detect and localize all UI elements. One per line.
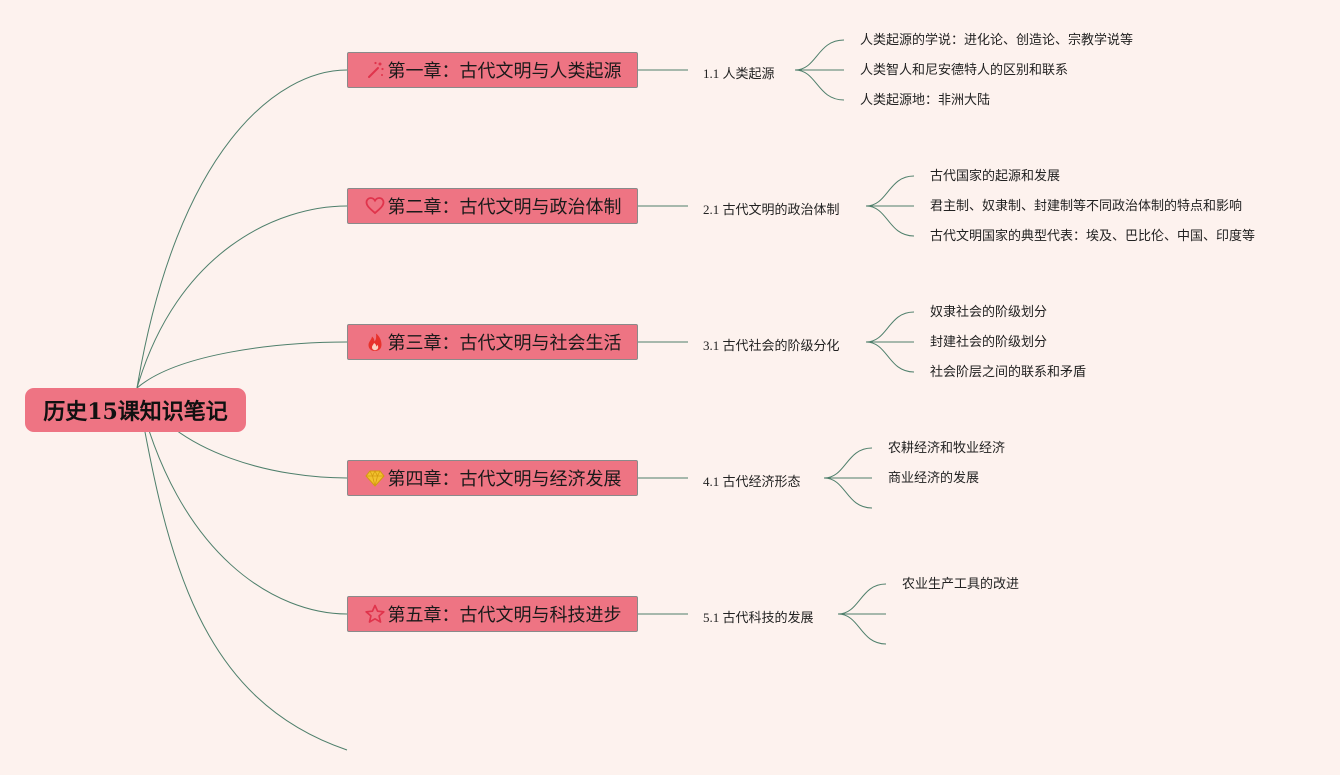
section-number: 3.1 (703, 338, 720, 353)
section-number: 2.1 (703, 202, 720, 217)
section-to-point-line (837, 613, 887, 645)
section-label: 古代经济形态 (722, 475, 801, 490)
point-4-1-1[interactable]: 农耕经济和牧业经济 (888, 441, 1006, 456)
section-node-3-1[interactable]: 3.1 古代社会的阶级分化 (703, 335, 840, 354)
section-to-point-line (823, 447, 873, 479)
point-3-1-1[interactable]: 奴隶社会的阶级划分 (930, 305, 1048, 320)
section-to-point-line (865, 175, 915, 207)
section-number: 5.1 (703, 610, 720, 625)
point-5-1-1[interactable]: 农业生产工具的改进 (902, 577, 1020, 592)
section-number: 1.1 (703, 66, 720, 81)
fire-icon (364, 331, 386, 353)
chapter-label: 第二章：古代文明与政治体制 (387, 197, 622, 218)
point-2-1-1[interactable]: 古代国家的起源和发展 (930, 169, 1061, 184)
section-to-point-line (794, 69, 845, 101)
point-2-1-2[interactable]: 君主制、奴隶制、封建制等不同政治体制的特点和影响 (930, 199, 1243, 214)
root-to-chapter-line (136, 387, 348, 615)
section-to-point-line (837, 583, 887, 615)
root-to-chapter-line (136, 69, 348, 389)
point-4-1-2[interactable]: 商业经济的发展 (888, 471, 980, 486)
chapter-node-3[interactable]: 第三章：古代文明与社会生活 (347, 324, 638, 360)
root-topic[interactable]: 历史15课知识笔记 (25, 388, 246, 432)
section-to-point-line (794, 39, 845, 71)
section-label: 古代社会的阶级分化 (722, 339, 840, 354)
chapter-node-5[interactable]: 第五章：古代文明与科技进步 (347, 596, 638, 632)
chapter-label: 第一章：古代文明与人类起源 (387, 61, 622, 82)
heart-icon (364, 195, 386, 217)
section-node-5-1[interactable]: 5.1 古代科技的发展 (703, 607, 814, 626)
chapter-label: 第三章：古代文明与社会生活 (387, 333, 622, 354)
section-to-point-line (865, 341, 915, 373)
root-topic-label: 历史15课知识笔记 (43, 399, 228, 425)
section-label: 人类起源 (722, 67, 775, 82)
point-1-1-2[interactable]: 人类智人和尼安德特人的区别和联系 (860, 63, 1069, 78)
point-2-1-3[interactable]: 古代文明国家的典型代表：埃及、巴比伦、中国、印度等 (930, 229, 1256, 244)
section-node-4-1[interactable]: 4.1 古代经济形态 (703, 471, 801, 490)
section-to-point-line (865, 311, 915, 343)
section-to-point-line (865, 205, 915, 237)
chapter-node-4[interactable]: 第四章：古代文明与经济发展 (347, 460, 638, 496)
chapter-node-2[interactable]: 第二章：古代文明与政治体制 (347, 188, 638, 224)
diamond-icon (364, 467, 386, 489)
magic-wand-icon (364, 59, 386, 81)
star-icon (364, 603, 386, 625)
point-3-1-2[interactable]: 封建社会的阶级划分 (930, 335, 1048, 350)
point-1-1-3[interactable]: 人类起源地：非洲大陆 (860, 93, 991, 108)
point-1-1-1[interactable]: 人类起源的学说：进化论、创造论、宗教学说等 (860, 33, 1134, 48)
section-label: 古代科技的发展 (722, 611, 814, 626)
section-to-point-line (823, 477, 873, 509)
root-to-chapter-line (136, 341, 348, 389)
chapter-label: 第四章：古代文明与经济发展 (387, 469, 622, 490)
section-node-2-1[interactable]: 2.1 古代文明的政治体制 (703, 199, 840, 218)
section-number: 4.1 (703, 474, 720, 489)
section-label: 古代文明的政治体制 (722, 203, 840, 218)
root-to-chapter-line (136, 205, 348, 389)
chapter-label: 第五章：古代文明与科技进步 (387, 605, 622, 626)
section-node-1-1[interactable]: 1.1 人类起源 (703, 63, 775, 82)
chapter-node-1[interactable]: 第一章：古代文明与人类起源 (347, 52, 638, 88)
root-extra-branch-line (136, 387, 348, 751)
point-3-1-3[interactable]: 社会阶层之间的联系和矛盾 (930, 365, 1087, 380)
